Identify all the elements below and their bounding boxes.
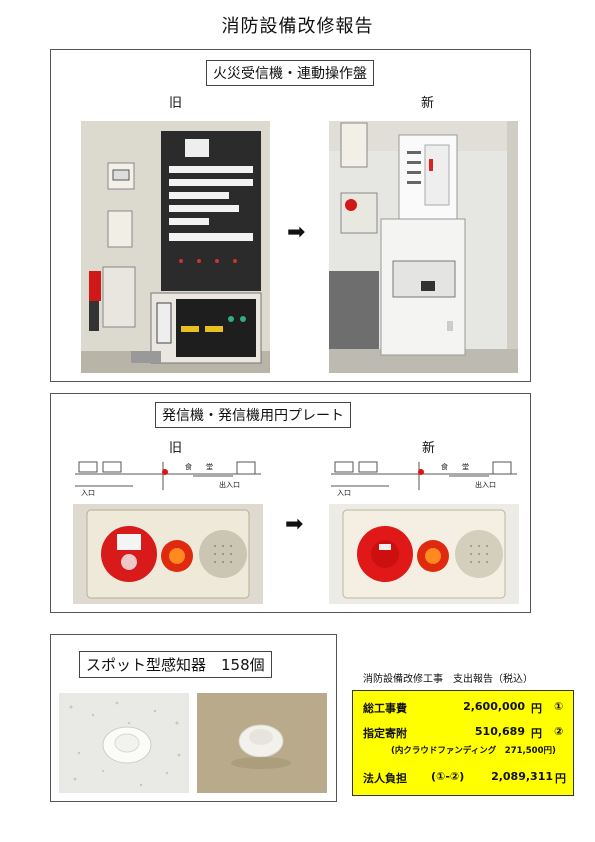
plan-label-exit: 出入口	[475, 481, 496, 489]
new-caption: 新	[422, 441, 436, 456]
old-transmitter-photo	[73, 504, 263, 604]
plan-label-exit: 出入口	[219, 481, 240, 489]
cost-summary-box: 総工事費 2,600,000 円 ① 指定寄附 510,689 円 ② (内クラ…	[352, 690, 574, 796]
section-receiver-panel: 火災受信機・連動操作盤 旧 新	[50, 49, 531, 382]
new-floor-plan: 食 堂 入口 出入口	[329, 460, 519, 500]
old-floor-plan: 食 堂 入口 出入口	[73, 460, 263, 500]
arrow-right-icon: ➡	[287, 220, 306, 245]
old-panel-photo	[81, 121, 270, 373]
total-cost-mark: ①	[554, 700, 564, 713]
corporate-share-value: 2,089,311	[491, 770, 553, 783]
donation-unit: 円	[531, 727, 542, 740]
total-cost-value: 2,600,000	[463, 700, 525, 713]
plan-label-hall: 食 堂	[185, 463, 213, 471]
section-label: 発信機・発信機用円プレート	[155, 402, 351, 428]
crowdfunding-note: (内クラウドファンディング 271,500円)	[391, 746, 556, 756]
donation-value: 510,689	[474, 725, 525, 738]
arrow-right-icon: ➡	[285, 512, 304, 537]
old-caption: 旧	[169, 96, 183, 111]
section-transmitter: 発信機・発信機用円プレート 旧 新 食 堂 入口 出入口	[50, 393, 531, 613]
total-cost-label: 総工事費	[363, 702, 407, 715]
new-panel-photo	[329, 121, 518, 373]
page-title: 消防設備改修報告	[221, 16, 374, 37]
plan-label-entrance: 入口	[81, 489, 95, 497]
corporate-share-label: 法人負担	[363, 772, 407, 785]
plan-label-hall: 食 堂	[441, 463, 469, 471]
new-transmitter-photo	[329, 504, 519, 604]
section-label: スポット型感知器 158個	[79, 651, 272, 678]
new-detector-photo	[197, 693, 327, 793]
total-cost-unit: 円	[531, 702, 542, 715]
donation-label: 指定寄附	[363, 727, 407, 740]
section-detectors: スポット型感知器 158個	[50, 634, 337, 802]
plan-label-entrance: 入口	[337, 489, 351, 497]
old-caption: 旧	[169, 441, 183, 456]
report-heading: 消防設備改修工事 支出報告（税込）	[363, 674, 533, 685]
new-caption: 新	[421, 96, 435, 111]
donation-mark: ②	[554, 725, 564, 738]
ceiling-detector-photo	[59, 693, 189, 793]
corporate-share-unit: 円	[555, 772, 566, 785]
corporate-share-formula: (①-②)	[431, 770, 465, 783]
section-label: 火災受信機・連動操作盤	[206, 60, 374, 86]
